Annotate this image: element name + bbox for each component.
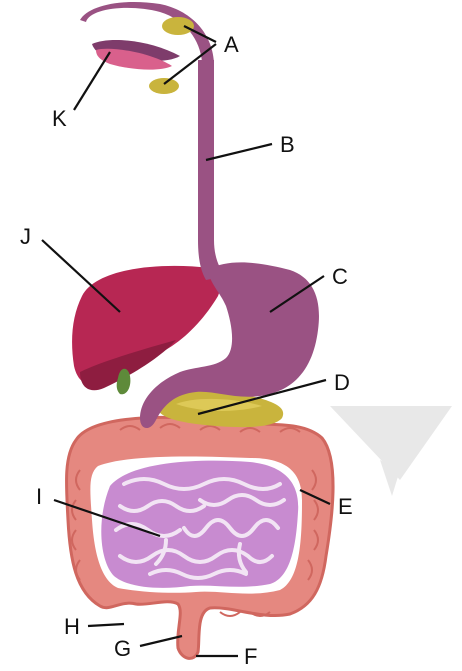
label-j: J bbox=[20, 224, 31, 249]
esophagus bbox=[198, 60, 226, 280]
leader-k bbox=[74, 52, 110, 110]
label-e: E bbox=[338, 494, 353, 519]
leader-b bbox=[206, 144, 272, 160]
label-h: H bbox=[64, 614, 80, 639]
label-k: K bbox=[52, 106, 67, 131]
label-c: C bbox=[332, 264, 348, 289]
label-d: D bbox=[334, 370, 350, 395]
mouth-palate bbox=[80, 2, 214, 180]
label-a: A bbox=[224, 32, 239, 57]
label-f: F bbox=[244, 644, 257, 669]
salivary-gland-lower bbox=[149, 78, 179, 94]
salivary-gland-upper bbox=[162, 17, 194, 35]
small-intestine bbox=[101, 461, 298, 588]
leader-g bbox=[140, 636, 182, 646]
leader-h bbox=[88, 624, 124, 626]
label-g: G bbox=[114, 636, 131, 661]
label-b: B bbox=[280, 132, 295, 157]
label-i: I bbox=[36, 484, 42, 509]
